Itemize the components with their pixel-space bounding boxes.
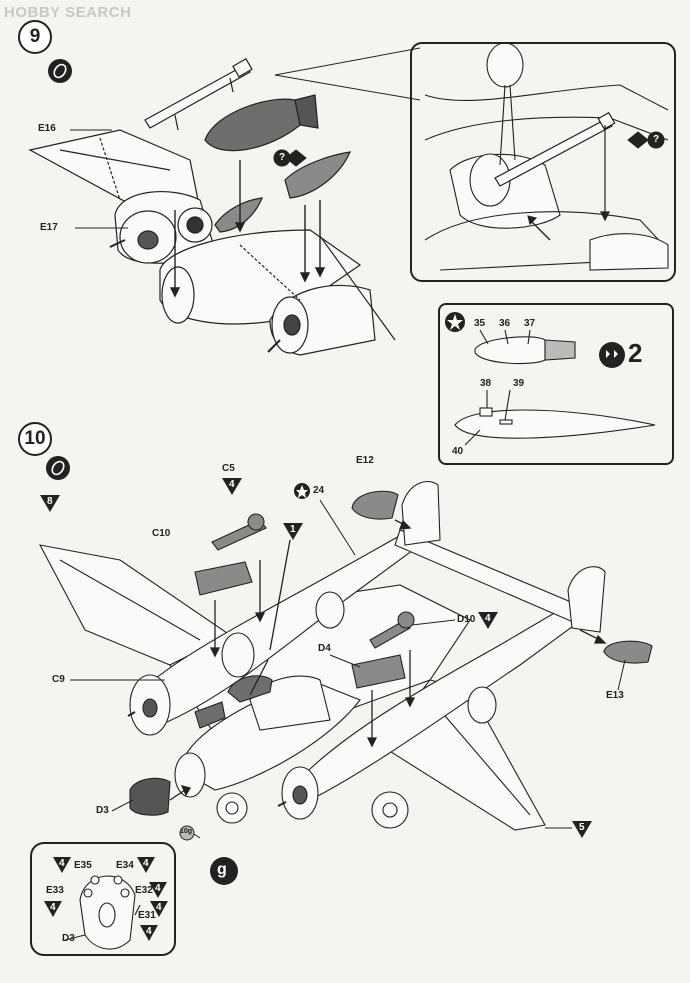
watermark: HOBBY SEARCH bbox=[4, 4, 132, 21]
closeup-drawing bbox=[424, 42, 669, 271]
paint-letter-g: g bbox=[217, 861, 227, 878]
step-10-number: 10 bbox=[18, 422, 52, 456]
leader-lines-9 bbox=[70, 47, 421, 229]
tri-label-d10: 4 bbox=[485, 613, 491, 624]
part-label-d10: D10 bbox=[457, 614, 476, 625]
bomb-part bbox=[204, 94, 319, 152]
part-label-37: 37 bbox=[524, 318, 536, 329]
closeup-inset-box bbox=[410, 42, 676, 282]
part-label-c5: C5 bbox=[222, 463, 235, 474]
drop-tank-drawing bbox=[454, 389, 656, 446]
tri-inset-3: 4 bbox=[50, 902, 56, 913]
paint-markers bbox=[179, 825, 238, 885]
part-label-e17: E17 bbox=[40, 222, 58, 233]
closeup-gun bbox=[494, 111, 616, 222]
part-label-e12: E12 bbox=[356, 455, 374, 466]
step9-airframe bbox=[28, 129, 396, 356]
decal-icon-inset bbox=[599, 342, 625, 368]
part-label-40: 40 bbox=[452, 446, 464, 457]
tri-label-8: 8 bbox=[47, 496, 53, 507]
part-label-38: 38 bbox=[480, 378, 492, 389]
decal-label-24: 24 bbox=[313, 485, 325, 496]
part-label-39: 39 bbox=[513, 378, 525, 389]
assembly-arrows-10 bbox=[169, 519, 607, 801]
step-9-number: 9 bbox=[18, 20, 52, 54]
star-icon-inset bbox=[445, 312, 465, 332]
nose-inset-drawing bbox=[64, 875, 141, 950]
cement-icon-step10 bbox=[46, 456, 70, 480]
parts-step10 bbox=[129, 490, 653, 816]
option-marker-q-inset: ? bbox=[653, 134, 660, 145]
part-label-35: 35 bbox=[474, 318, 486, 329]
gun-pack-part bbox=[144, 57, 253, 131]
cowl-parts bbox=[214, 151, 351, 233]
tri-inset-6: 4 bbox=[156, 902, 162, 913]
cement-icon-step9 bbox=[48, 59, 72, 83]
part-label-e35: E35 bbox=[74, 860, 92, 871]
part-label-e32: E32 bbox=[135, 885, 153, 896]
part-label-c10: C10 bbox=[152, 528, 171, 539]
part-label-e16: E16 bbox=[38, 123, 56, 134]
nose-inset-box bbox=[30, 842, 176, 956]
option-markers bbox=[273, 131, 665, 167]
paint-code-10g: 10g bbox=[180, 828, 193, 835]
star-icon-24 bbox=[294, 483, 310, 499]
part-label-e13: E13 bbox=[606, 690, 624, 701]
option-marker-q: ? bbox=[279, 152, 286, 163]
part-label-c9: C9 bbox=[52, 674, 65, 685]
tri-inset-5: 4 bbox=[146, 926, 152, 937]
tri-label-1: 1 bbox=[290, 524, 296, 535]
assembly-arrows-9 bbox=[169, 160, 326, 298]
quantity-2: 2 bbox=[628, 338, 643, 368]
tri-inset-4: 4 bbox=[155, 883, 161, 894]
part-label-e34: E34 bbox=[116, 860, 134, 871]
bomb-insert-drawing bbox=[474, 329, 576, 365]
tri-label-5: 5 bbox=[579, 822, 585, 833]
part-label-36: 36 bbox=[499, 318, 511, 329]
tank-inset-box bbox=[438, 303, 674, 465]
part-label-e31: E31 bbox=[138, 910, 156, 921]
tri-inset-2: 4 bbox=[143, 858, 149, 869]
part-label-d3-inset: D3 bbox=[62, 933, 75, 944]
part-label-d4: D4 bbox=[318, 643, 331, 654]
step10-airframe bbox=[38, 481, 606, 831]
part-label-e33: E33 bbox=[46, 885, 64, 896]
tri-label-c5: 4 bbox=[229, 479, 235, 490]
tri-inset-1: 4 bbox=[59, 858, 65, 869]
part-label-d3: D3 bbox=[96, 805, 109, 816]
